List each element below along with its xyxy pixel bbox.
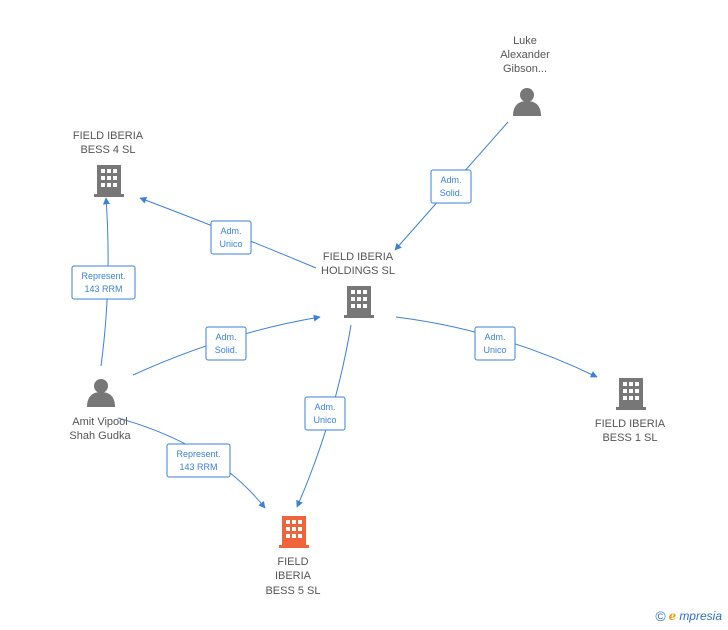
node-amit-shah-gudka[interactable]: Amit Vipool Shah Gudka (69, 379, 131, 442)
edge-amit-holdings: Adm. Solid. (132, 314, 321, 376)
edge-label-line1: Adm. (314, 402, 335, 412)
brand-e: e (668, 609, 677, 623)
building-icon (616, 378, 646, 410)
edge-label-line2: Unico (219, 239, 242, 249)
edge-label-line1: Adm. (220, 226, 241, 236)
node-label-line3: Gibson... (503, 63, 547, 75)
node-label-line1: FIELD IBERIA (595, 418, 666, 430)
node-label-line2: IBERIA (275, 570, 312, 582)
node-field-iberia-bess1[interactable]: FIELD IBERIA BESS 1 SL (595, 378, 666, 444)
node-field-iberia-holdings[interactable]: FIELD IBERIA HOLDINGS SL (321, 251, 395, 318)
edge-label-box (430, 169, 472, 204)
person-icon (87, 379, 115, 407)
person-icon (513, 88, 541, 116)
edge-label-box (166, 443, 231, 478)
edge-holdings-bess4: Adm. Unico (139, 196, 317, 269)
edge-label-line2: 143 RRM (179, 462, 217, 472)
edge-label-line1: Adm. (484, 332, 505, 342)
edge-label-line1: Represent. (176, 449, 220, 459)
edge-label-line1: Represent. (81, 271, 125, 281)
node-label-line2: BESS 4 SL (80, 144, 135, 156)
edge-label-box (304, 396, 346, 431)
node-label-line1: FIELD IBERIA (323, 251, 394, 263)
node-label-line1: FIELD IBERIA (73, 130, 144, 142)
node-luke-gibson[interactable]: Luke Alexander Gibson... (500, 35, 550, 116)
edge-label-box (210, 220, 252, 255)
node-label-line2: Alexander (500, 49, 550, 61)
edge-label-box (205, 326, 247, 361)
node-field-iberia-bess4[interactable]: FIELD IBERIA BESS 4 SL (73, 130, 144, 197)
edge-label-line2: Unico (483, 345, 506, 355)
node-label-line2: BESS 1 SL (602, 432, 657, 444)
building-icon (279, 516, 309, 548)
node-label-line1: Amit Vipool (72, 416, 127, 428)
edge-label-line2: Solid. (440, 188, 463, 198)
node-label-line1: Luke (513, 35, 537, 47)
node-label-line3: BESS 5 SL (265, 585, 320, 597)
edge-label-line2: Unico (313, 415, 336, 425)
edge-label-box (71, 265, 136, 300)
edge-holdings-bess5: Adm. Unico (296, 324, 352, 508)
edge-luke-holdings: Adm. Solid. (394, 121, 509, 251)
edge-amit-bess5: Represent. 143 RRM (117, 417, 266, 509)
building-icon (344, 286, 374, 318)
edge-holdings-bess1: Adm. Unico (395, 316, 598, 378)
node-label-line2: HOLDINGS SL (321, 265, 395, 277)
building-icon (94, 165, 124, 197)
copyright-icon: © (655, 608, 666, 624)
node-field-iberia-bess5[interactable]: FIELD IBERIA BESS 5 SL (265, 516, 321, 597)
edge-label-line2: Solid. (215, 345, 238, 355)
edge-label-line1: Adm. (215, 332, 236, 342)
edge-amit-bess4: Represent. 143 RRM (71, 197, 136, 367)
edge-label-box (474, 326, 516, 361)
edge-label-line2: 143 RRM (84, 284, 122, 294)
edge-label-line1: Adm. (440, 175, 461, 185)
brand-name: mpresia (679, 609, 722, 623)
node-label-line2: Shah Gudka (69, 430, 131, 442)
node-label-line1: FIELD (277, 556, 308, 568)
